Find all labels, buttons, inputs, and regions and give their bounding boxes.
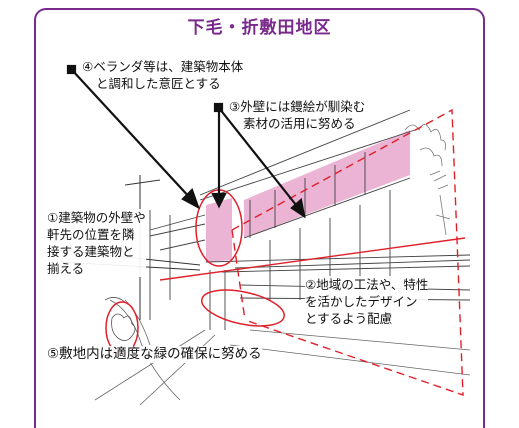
trees-sketch (404, 124, 451, 236)
annotation-1: ①建築物の外壁や 軒先の位置を隣 接する建築物と 揃える (47, 209, 146, 277)
annotation-1-line-3: 接する建築物と (47, 243, 146, 260)
ellipse-veranda (201, 289, 285, 327)
annotation-2: ②地域の工法や、特性 を活かしたデザイン とするよう配慮 (305, 276, 429, 327)
bush-sketch (104, 297, 136, 341)
annotation-2-line-3: とするよう配慮 (305, 310, 429, 327)
annotation-4: ④ベランダ等は、建築物本体 と調和した意匠とする (82, 58, 243, 92)
annotation-2-line-1: ②地域の工法や、特性 (305, 276, 429, 293)
annotation-4-line-2: と調和した意匠とする (96, 76, 221, 91)
wall-highlight-left (206, 198, 232, 262)
annotation-3: ③外壁には鏝絵が馴染む 素材の活用に努める (229, 98, 365, 132)
annotation-1-line-4: 揃える (47, 260, 146, 277)
annotation-1-line-2: 軒先の位置を隣 (47, 226, 146, 243)
panel-title: 下毛・折敷田地区 (187, 18, 332, 38)
annotation-4-line-1: ④ベランダ等は、建築物本体 (82, 59, 244, 74)
alignment-line (159, 237, 466, 281)
annotation-5-line-1: ⑤敷地内は適度な緑の確保に努める (47, 346, 262, 363)
wall-highlight-upper (244, 130, 410, 238)
pointer-arrows (66, 64, 306, 219)
annotation-2-line-2: を活かしたデザイン (305, 293, 429, 310)
dashed-region (231, 108, 464, 396)
annotation-1-line-1: ①建築物の外壁や (47, 209, 146, 226)
panel-frame (34, 8, 485, 428)
annotation-3-line-1: ③外壁には鏝絵が馴染む (229, 99, 366, 114)
annotation-5: ⑤敷地内は適度な緑の確保に努める (47, 346, 262, 363)
annotation-3-line-2: 素材の活用に努める (243, 116, 356, 131)
